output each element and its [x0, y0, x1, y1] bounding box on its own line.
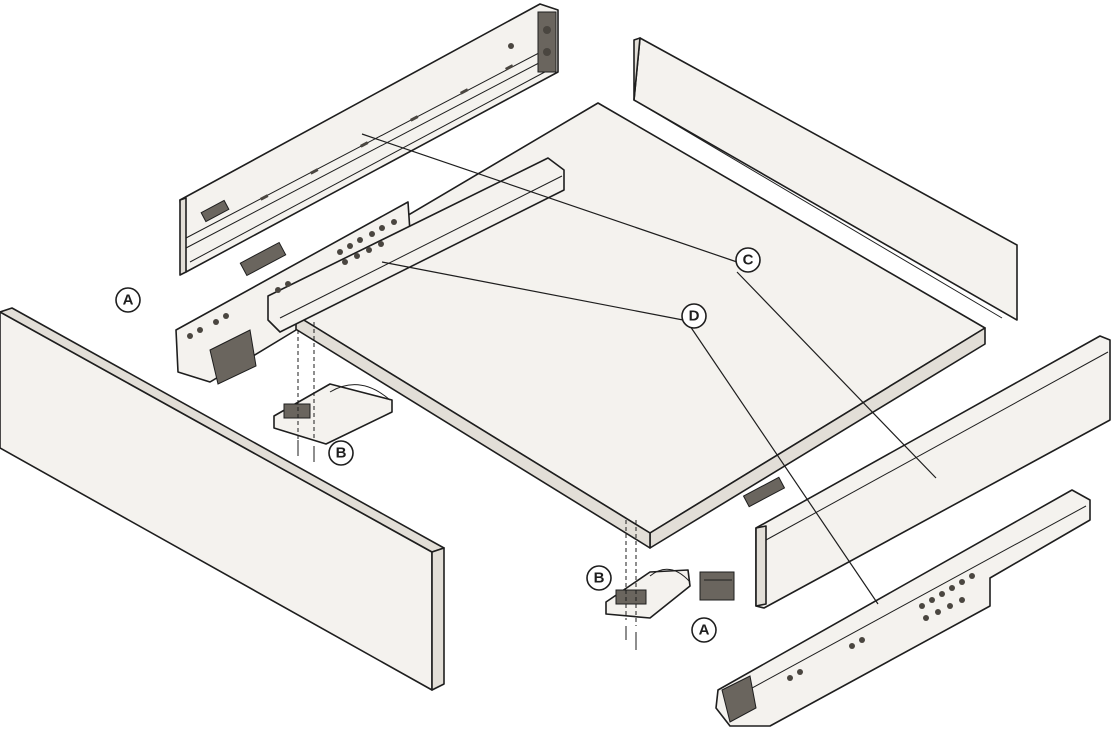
right-mounting-clip — [699, 571, 735, 601]
back-panel — [633, 37, 1018, 321]
callout-d: D — [681, 303, 707, 329]
runner-holes-left — [187, 219, 397, 339]
callout-a-left: A — [115, 287, 141, 313]
leader-d-lower — [689, 325, 879, 605]
callout-c: C — [735, 247, 761, 273]
left-locking-device — [273, 322, 393, 462]
leader-lines — [361, 133, 937, 605]
leader-c-lower — [736, 271, 937, 479]
runner-holes-right — [787, 573, 975, 681]
front-panel — [0, 307, 445, 691]
label-d: D — [689, 308, 700, 325]
side-rail-slots — [259, 64, 514, 201]
left-mounting-clip — [239, 241, 287, 277]
label-b-left: B — [336, 445, 347, 462]
leader-c-upper — [361, 133, 738, 263]
label-b-right: B — [594, 570, 605, 587]
callout-a-right: A — [691, 617, 717, 643]
right-runner — [715, 489, 1091, 727]
callout-b-right: B — [586, 565, 612, 591]
right-locking-device — [605, 520, 691, 650]
left-drawer-side — [179, 3, 559, 276]
callout-b-left: B — [328, 440, 354, 466]
left-runner — [175, 157, 565, 385]
label-a-left: A — [123, 292, 134, 309]
label-a-right: A — [699, 622, 710, 639]
right-drawer-side — [742, 335, 1111, 609]
leader-d-upper — [381, 261, 684, 321]
label-c: C — [743, 252, 754, 269]
